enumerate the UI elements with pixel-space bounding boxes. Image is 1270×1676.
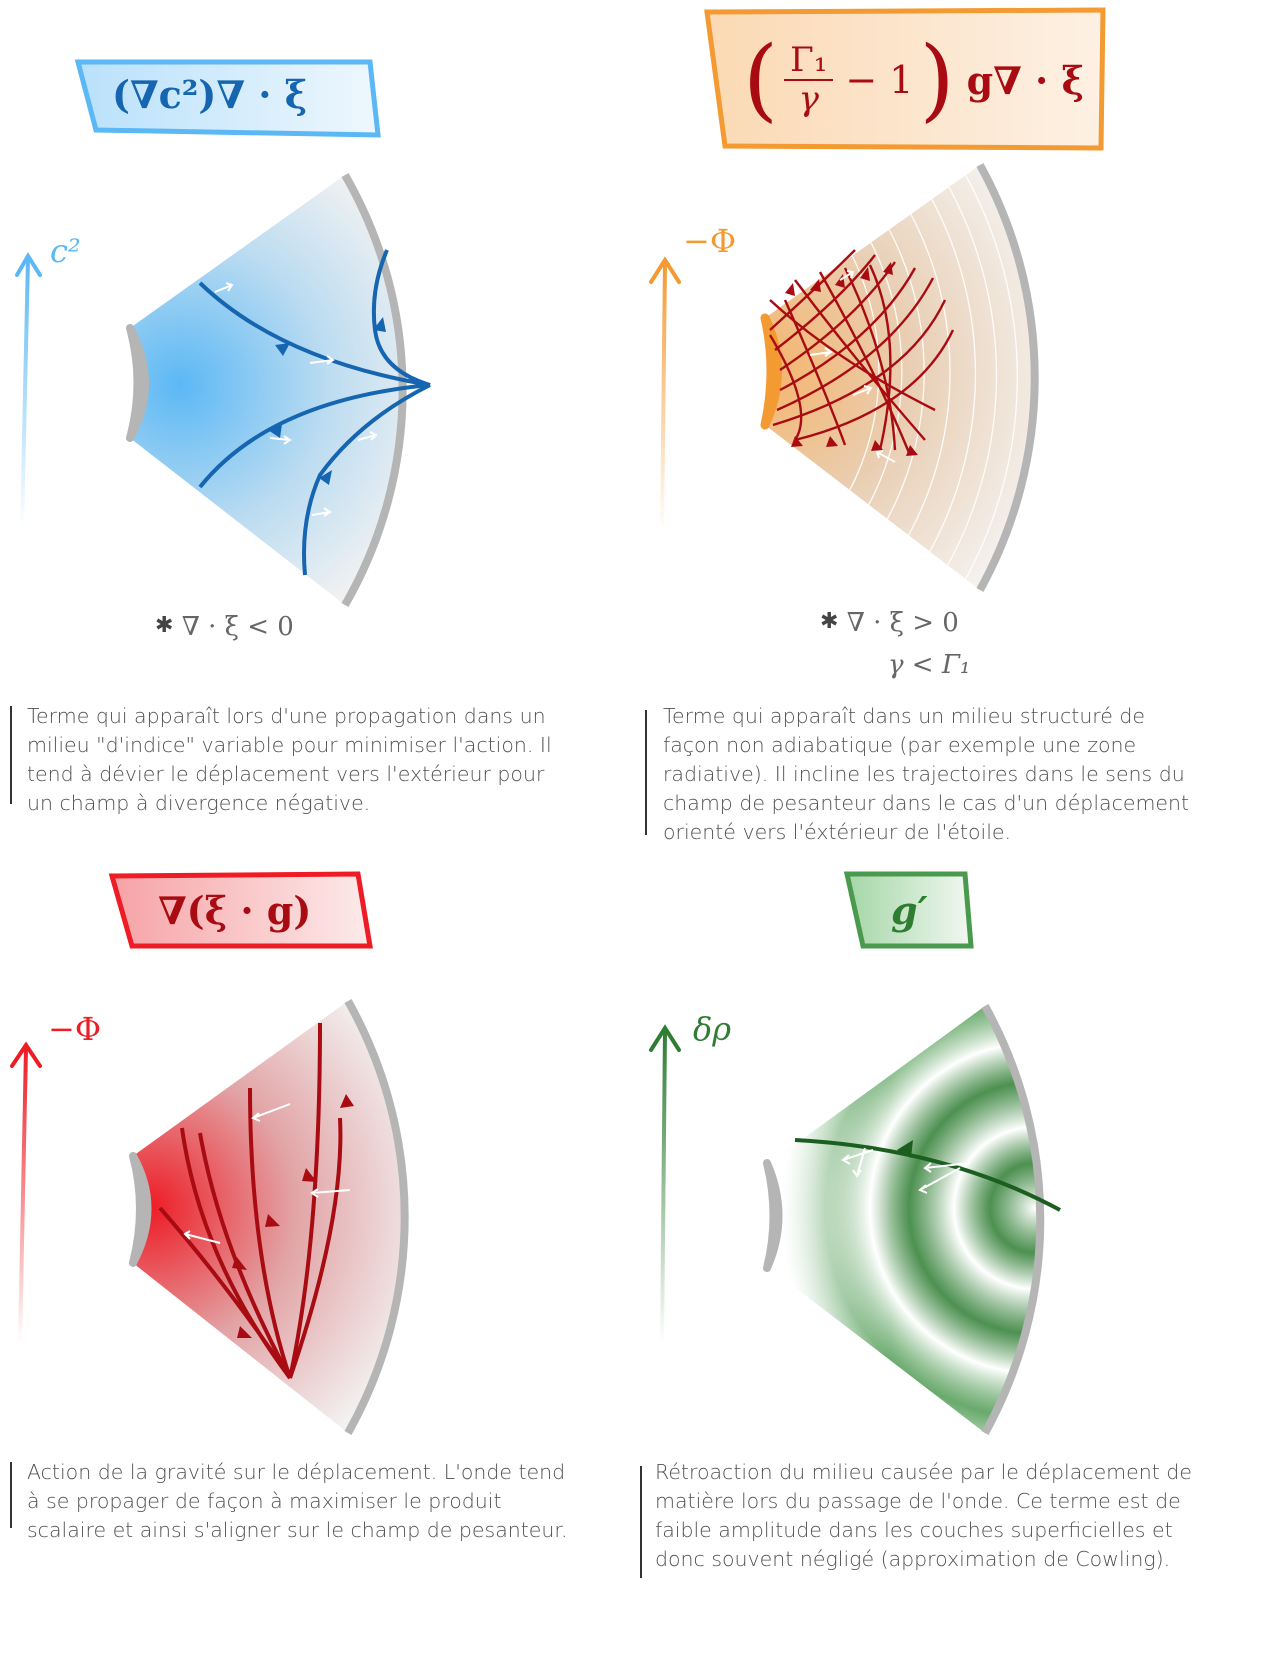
axis-arrowhead (10, 1041, 42, 1068)
wave-sector (765, 165, 1035, 590)
trajectory-arrowheads (232, 1094, 354, 1338)
potential-axis (20, 257, 30, 529)
axis-arrowhead (15, 252, 42, 277)
description-rule (10, 706, 12, 804)
ray-arrowhead (897, 1140, 913, 1158)
description: Terme qui apparaît lors d'une propagatio… (27, 704, 552, 815)
fraction: Γ₁ γ (784, 41, 834, 119)
inner-boundary (129, 1152, 152, 1267)
trajectories (158, 1022, 343, 1380)
inner-boundary (763, 1159, 783, 1272)
displacement-arrows (809, 270, 896, 463)
star-icon: ✱ (155, 613, 174, 638)
displacement-arrows (841, 1147, 971, 1194)
title-box (704, 7, 1106, 151)
trajectories (198, 249, 431, 576)
panel-title: ( Γ₁ γ − 1 ) g∇ · ξ (743, 27, 1084, 132)
trajectory-mesh (768, 249, 955, 456)
diagram-non-adiabatic (649, 7, 1106, 592)
panel-title: g′ (891, 888, 928, 933)
density-axis (660, 1029, 667, 1344)
surface-arc (981, 1004, 1045, 1435)
title-box (843, 871, 974, 949)
star-icon: ✱ (820, 609, 839, 634)
title-box (108, 871, 373, 949)
surface-arc (344, 999, 409, 1435)
inner-boundary (126, 324, 149, 442)
title-box (74, 59, 381, 138)
trajectory-arrowheads (268, 317, 386, 485)
surface-arc (976, 163, 1039, 592)
wave-sector (130, 175, 403, 605)
description: Action de la gravité sur le déplacement.… (27, 1460, 568, 1542)
ray-path (794, 1138, 1061, 1212)
description-rule (10, 1462, 12, 1528)
displacement-arrows (183, 1103, 351, 1244)
displacement-arrows (214, 282, 378, 517)
panel-gravity-action: ∇(ξ · g) −Φ Action de la gravité sur le … (0, 838, 635, 1676)
panel-title: ∇(ξ · g) (158, 888, 312, 933)
potential-axis (660, 261, 667, 533)
diagram-gravity-action (10, 871, 409, 1435)
description: Terme qui apparaît dans un milieu struct… (663, 704, 1190, 844)
axis-label: −Φ (48, 1010, 102, 1048)
description-rule (645, 710, 647, 835)
description-rule (640, 1466, 642, 1578)
diagram-perturbed-gravity (649, 871, 1061, 1435)
panel-perturbed-gravity: g′ δρ Rétroaction du milieu causée par l… (635, 838, 1270, 1676)
condition-line: ✱ ∇ · ξ < 0 (155, 612, 294, 642)
potential-axis (18, 1047, 28, 1344)
panel-non-adiabatic: ( Γ₁ γ − 1 ) g∇ · ξ −Φ ✱ ∇ · ξ > 0 γ < Γ… (635, 0, 1270, 844)
axis-arrowhead (649, 256, 681, 284)
description: Rétroaction du milieu causée par le dépl… (655, 1460, 1192, 1571)
condition-line-2: γ < Γ₁ (888, 650, 971, 680)
sector-fade (770, 1006, 1041, 1433)
axis-arrowhead (649, 1024, 681, 1052)
diagram-gradient-c2 (15, 59, 431, 607)
axis-label: δρ (693, 1010, 732, 1048)
panel-gradient-c2: (∇c²)∇ · ξ c² ✱ ∇ · ξ < 0 Terme qui appa… (0, 0, 635, 838)
axis-label: −Φ (683, 222, 737, 260)
axis-label: c² (50, 232, 81, 270)
paren-open: ( (743, 27, 779, 132)
inner-boundary (760, 313, 782, 430)
panel-title: (∇c²)∇ · ξ (112, 72, 308, 117)
paren-close: ) (919, 27, 955, 132)
condition-line: ✱ ∇ · ξ > 0 (820, 608, 959, 638)
